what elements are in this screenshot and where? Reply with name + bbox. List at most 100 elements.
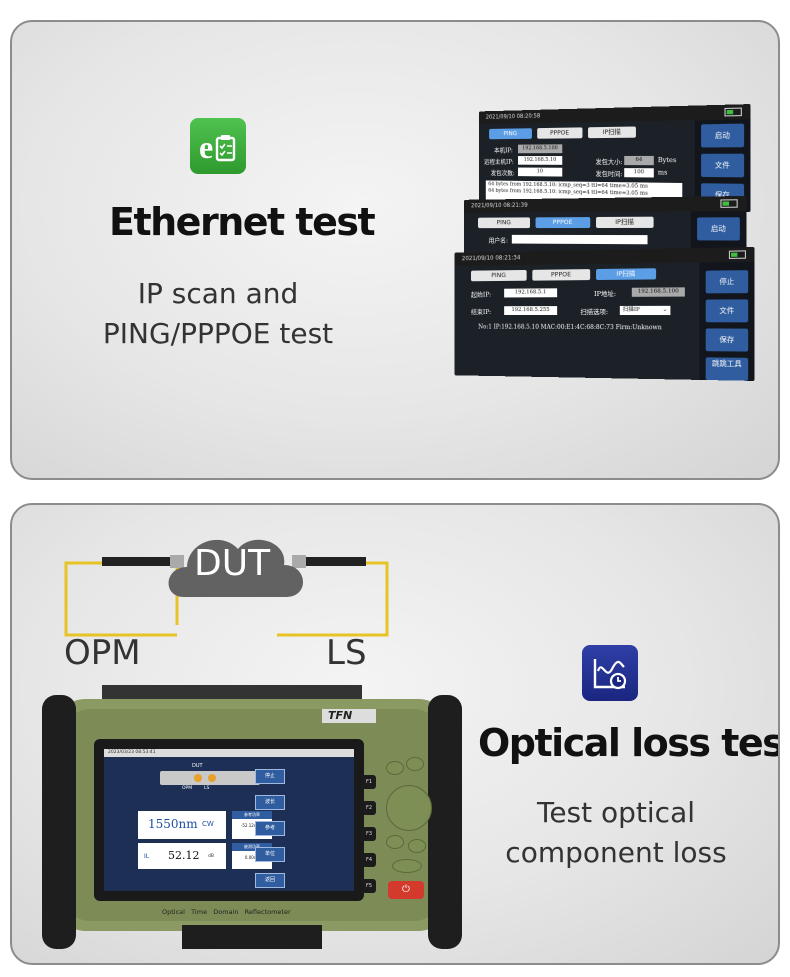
- ipscan-body: PING PPPOE IP扫描 起始IP: 192.168.5.1 结束IP: …: [455, 263, 700, 380]
- remote-ip-field[interactable]: 192.168.5.10: [518, 156, 562, 165]
- local-ip-field[interactable]: 192.168.5.100: [518, 144, 562, 153]
- tab-ping[interactable]: PING: [489, 128, 532, 139]
- ethernet-clipboard-icon: e: [190, 118, 246, 174]
- device-opm-caption: OPM: [182, 786, 192, 791]
- local-ip-label: 本机IP:: [494, 145, 513, 155]
- device-stop-button[interactable]: 停止: [255, 769, 285, 784]
- connector-icon: [208, 774, 216, 782]
- power-icon: ⏻: [402, 884, 410, 895]
- mode-value: CW: [202, 820, 214, 828]
- chart-clock-icon: [582, 645, 638, 701]
- ethernet-subtitle-line2: PING/PPPOE test: [90, 314, 346, 354]
- tab-ipscan[interactable]: IP扫描: [596, 217, 654, 228]
- ethernet-title: Ethernet test: [109, 200, 374, 244]
- start-button[interactable]: 启动: [701, 124, 744, 148]
- scan-option-value: 扫描IP: [623, 307, 640, 313]
- ethernet-subtitle-line1: IP scan and: [90, 274, 346, 314]
- wavelength-value: 1550nm: [148, 817, 198, 831]
- device-round-button[interactable]: [386, 761, 404, 775]
- il-value: 52.12: [168, 849, 200, 862]
- tab-ping[interactable]: PING: [471, 270, 527, 281]
- battery-icon: [724, 107, 744, 116]
- device-round-button[interactable]: [392, 859, 422, 873]
- f4-key[interactable]: F4: [362, 853, 376, 867]
- opm-label: OPM: [64, 633, 141, 673]
- device-reference-button[interactable]: 参考: [255, 821, 285, 836]
- device-dut-bar: [160, 771, 260, 785]
- end-ip-label: 结束IP:: [471, 306, 491, 316]
- save-button[interactable]: 保存: [706, 328, 748, 351]
- power-button[interactable]: ⏻: [388, 881, 424, 899]
- file-button[interactable]: 文件: [701, 154, 744, 178]
- ref-power-label: 参考功率: [232, 811, 272, 819]
- otdr-device: TFN Optical Time Domain Reflectometer 20…: [42, 685, 462, 965]
- device-dut-caption: DUT: [192, 763, 203, 769]
- device-status-bar: 2023/03/23 08:53:41: [104, 749, 354, 757]
- count-label: 发包次数:: [491, 167, 515, 177]
- device-wavelength-button[interactable]: 波长: [255, 795, 285, 810]
- device-round-button[interactable]: [408, 839, 426, 853]
- count-field[interactable]: 10: [518, 168, 562, 177]
- ethernet-panel: e Ethernet test IP scan and PING/PPPOE t…: [10, 20, 780, 480]
- tab-pppoe[interactable]: PPPOE: [537, 127, 582, 138]
- brand-logo: TFN: [328, 709, 352, 722]
- ethernet-subtitle: IP scan and PING/PPPOE test: [90, 274, 346, 354]
- f1-key[interactable]: F1: [362, 775, 376, 789]
- timestamp: 2021/09/10 08:21:39: [471, 202, 528, 209]
- connector-icon: [194, 774, 202, 782]
- device-footer-text: Optical Time Domain Reflectometer: [162, 908, 291, 916]
- start-ip-label: 起始IP:: [471, 289, 491, 299]
- file-button[interactable]: 文件: [706, 299, 748, 322]
- ls-label: LS: [326, 633, 367, 673]
- scan-result-row: No:1 IP:192.168.5.10 MAC:00:E1:4C:68:8C:…: [478, 324, 661, 332]
- size-field[interactable]: 64: [624, 156, 654, 165]
- wavelength-box: 1550nm CW: [138, 811, 226, 839]
- battery-icon: [729, 250, 748, 259]
- device-round-button[interactable]: [406, 757, 424, 771]
- ip-address-label: IP地址:: [594, 288, 616, 298]
- timestamp: 2023/03/23 08:53:41: [108, 750, 156, 755]
- end-ip-field[interactable]: 192.168.5.255: [504, 306, 557, 315]
- size-unit: Bytes: [658, 156, 677, 164]
- start-button[interactable]: 启动: [697, 217, 740, 240]
- device-dpad[interactable]: [386, 785, 432, 831]
- scan-option-select[interactable]: 扫描IP ⌄: [620, 306, 671, 315]
- tab-ipscan[interactable]: IP扫描: [596, 268, 656, 280]
- dut-label: DUT: [194, 543, 270, 584]
- remote-ip-label: 远程主机IP:: [484, 156, 513, 166]
- ipscan-side-menu: 停止 文件 保存 跳跳工具: [699, 262, 754, 381]
- f3-key[interactable]: F3: [362, 827, 376, 841]
- il-box: IL 52.12 dB: [138, 843, 226, 869]
- chevron-down-icon: ⌄: [663, 306, 668, 315]
- tab-ipscan[interactable]: IP扫描: [588, 126, 636, 138]
- username-label: 用户名:: [489, 235, 508, 245]
- timestamp: 2021/09/10 08:21:34: [462, 254, 521, 262]
- il-label: IL: [144, 853, 149, 860]
- optical-subtitle: Test optical component loss: [488, 793, 744, 873]
- optical-subtitle-line2: component loss: [488, 833, 744, 873]
- ip-address-field[interactable]: 192.168.5.100: [632, 287, 685, 296]
- ipscan-screen: 2021/09/10 08:21:34 PING PPPOE IP扫描 起始IP…: [455, 247, 755, 381]
- stop-button[interactable]: 停止: [706, 270, 748, 293]
- interval-unit: ms: [658, 168, 668, 176]
- tools-button[interactable]: 跳跳工具: [706, 357, 748, 380]
- size-label: 发包大小:: [596, 156, 623, 166]
- device-screen: 2023/03/23 08:53:41 DUT OPM LS 1550nm CW…: [104, 749, 354, 891]
- device-unit-button[interactable]: 单位: [255, 847, 285, 862]
- svg-text:e: e: [199, 129, 213, 165]
- tab-pppoe[interactable]: PPPOE: [536, 217, 591, 228]
- device-back-button[interactable]: 返回: [255, 873, 285, 888]
- start-ip-field[interactable]: 192.168.5.1: [504, 288, 557, 297]
- tab-pppoe[interactable]: PPPOE: [532, 269, 590, 281]
- tab-ping[interactable]: PING: [478, 217, 530, 228]
- scan-option-label: 扫描选项:: [580, 306, 608, 316]
- f5-key[interactable]: F5: [362, 879, 376, 893]
- interval-label: 发包时间:: [596, 168, 623, 178]
- optical-subtitle-line1: Test optical: [488, 793, 744, 833]
- username-field[interactable]: [512, 235, 648, 244]
- timestamp: 2021/09/10 08:20:58: [486, 113, 540, 121]
- f2-key[interactable]: F2: [362, 801, 376, 815]
- device-round-button[interactable]: [386, 835, 404, 849]
- optical-title: Optical loss test: [478, 721, 780, 765]
- interval-field[interactable]: 100: [624, 168, 654, 177]
